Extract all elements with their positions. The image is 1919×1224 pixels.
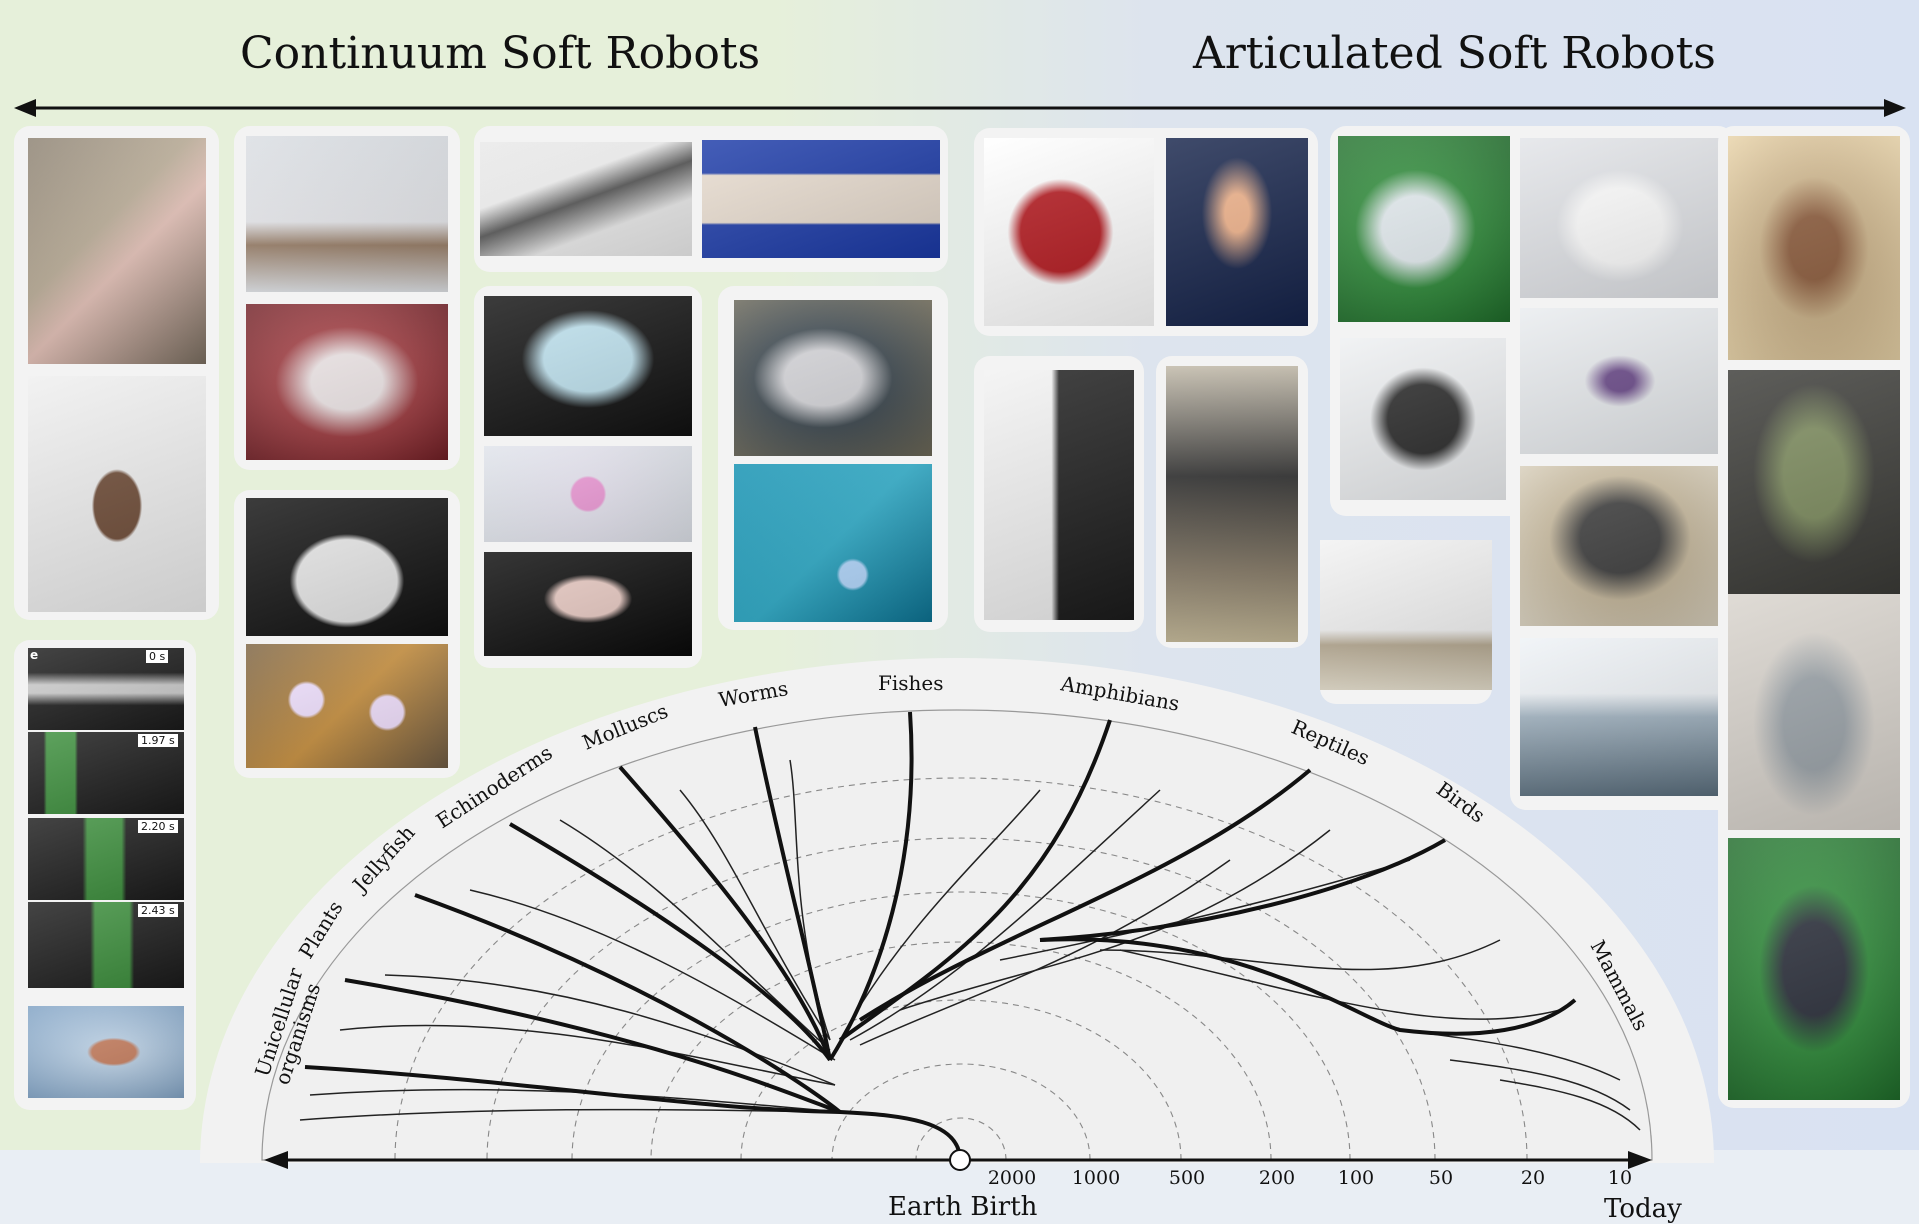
tick-10: 10 — [1608, 1167, 1632, 1189]
heading-articulated: Articulated Soft Robots — [1193, 28, 1716, 79]
earth-birth-label: Earth Birth — [888, 1192, 1038, 1222]
photo-plant-robot — [28, 376, 206, 612]
photo-soft-walker — [246, 304, 448, 460]
photo-robot-hand — [1166, 138, 1308, 326]
photo-modular-snake — [984, 138, 1154, 326]
label-fishes: Fishes — [878, 671, 944, 695]
photo-humanoid-stretch — [1728, 838, 1900, 1100]
tick-2000: 2000 — [988, 1167, 1036, 1189]
fan-thin-branches — [299, 759, 1641, 1131]
timeline-ticks: 2000 1000 500 200 100 50 20 10 — [988, 1167, 1632, 1189]
panel-continuum-col4 — [718, 286, 948, 630]
photo-cheetah-robot — [1340, 338, 1506, 500]
inset-time-2: 1.97 s — [138, 734, 178, 747]
panel-articulated-biped — [1156, 356, 1308, 648]
panel-continuum-col2b — [234, 490, 460, 778]
photo-snow-robot — [246, 136, 448, 292]
panel-articulated-middle — [1330, 126, 1734, 516]
inset-marker: e — [30, 648, 39, 662]
photo-jellyfish-robot — [484, 296, 692, 436]
fan-major-branches — [304, 711, 1577, 1161]
panel-continuum-top — [474, 126, 948, 272]
photo-octopus-robot — [484, 552, 692, 656]
photo-biped-legs — [1728, 136, 1900, 360]
timeline-arrow-right — [1628, 1151, 1652, 1169]
panel-articulated-top — [974, 128, 1318, 336]
photo-hopping-robot — [1520, 308, 1720, 454]
inset-frame-4 — [28, 902, 184, 988]
inset-time-3: 2.20 s — [138, 820, 178, 833]
today-label: Today — [1604, 1194, 1682, 1224]
inset-time-1: 0 s — [146, 650, 169, 663]
panel-continuum-inset: e 0 s 1.97 s 2.20 s 2.43 s — [14, 640, 196, 1110]
photo-soft-swimmer — [734, 464, 932, 622]
photo-origami-worm — [480, 142, 692, 256]
tick-50: 50 — [1429, 1167, 1453, 1189]
panel-articulated-humanoids — [1718, 126, 1910, 1108]
panel-continuum-col3 — [474, 286, 702, 668]
photo-micro-swimmer — [28, 1006, 184, 1098]
photo-flower-robots — [246, 644, 448, 768]
panel-continuum-col2a — [234, 126, 460, 470]
photo-soft-crawler — [28, 138, 206, 364]
tick-100: 100 — [1338, 1167, 1374, 1189]
photo-cassie-biped — [1166, 366, 1298, 642]
tick-1000: 1000 — [1072, 1167, 1120, 1189]
photo-robotic-fish — [734, 300, 932, 456]
photo-quadruped-white — [1520, 138, 1720, 298]
photo-soft-actuator — [702, 140, 940, 258]
photo-exoskeleton-walker — [1338, 136, 1510, 322]
photo-dome-robot — [246, 498, 448, 636]
timeline-arrow-left — [264, 1151, 288, 1169]
tick-500: 500 — [1169, 1167, 1205, 1189]
tick-200: 200 — [1259, 1167, 1295, 1189]
inset-time-4: 2.43 s — [138, 904, 178, 917]
fan-boundary — [261, 709, 1653, 1161]
panel-articulated-quadrupeds — [1510, 454, 1734, 810]
photo-biped-metal — [1728, 594, 1900, 830]
panel-articulated-leg-drawing — [974, 356, 1144, 632]
photo-legged-drone — [1320, 540, 1492, 690]
spectrum-arrow — [14, 99, 1906, 117]
photo-quadruped-table — [1520, 466, 1720, 626]
panel-continuum-col1 — [14, 126, 219, 620]
photo-leg-diagram — [984, 370, 1134, 620]
photo-octobot — [484, 446, 692, 542]
photo-humanoid-green — [1728, 370, 1900, 600]
photo-anymal-beach — [1520, 638, 1720, 796]
panel-articulated-drone — [1320, 540, 1492, 704]
heading-continuum: Continuum Soft Robots — [240, 28, 761, 79]
tick-20: 20 — [1521, 1167, 1545, 1189]
earth-birth-marker — [949, 1149, 971, 1171]
